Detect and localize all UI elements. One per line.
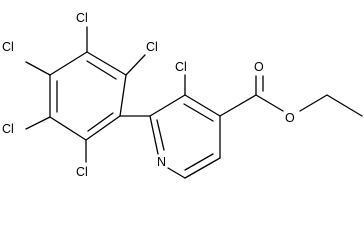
bond-benzene-c1-c2: [119, 74, 127, 117]
bond-benzene-inner-1: [86, 60, 117, 80]
bond-pyridine-inner-3: [156, 119, 165, 151]
bond-pyridine-inner-1: [183, 103, 214, 122]
bond-c5-cl: [25, 116, 51, 130]
chlorine-label-ortho-bottom: Cl: [76, 165, 88, 179]
atom-labels: Cl Cl Cl Cl Cl Cl N O O: [2, 11, 295, 179]
bond-c4-cl: [25, 61, 51, 76]
bond-carbonyl-ester-o: [255, 94, 284, 112]
carbonyl-oxygen-label: O: [254, 60, 264, 74]
bonds: [25, 26, 363, 179]
bond-ch2-ch3: [326, 94, 363, 117]
chemical-structure: Cl Cl Cl Cl Cl Cl N O O: [2, 11, 363, 179]
ester-oxygen-label: O: [285, 111, 295, 125]
bond-c2-cl: [125, 54, 146, 76]
bond-c4-carbonyl: [219, 94, 257, 117]
chlorine-label-meta-top: Cl: [76, 11, 88, 25]
chlorine-label-meta-bottom: Cl: [2, 122, 14, 136]
bond-pyridine-c5-c6: [184, 157, 221, 179]
bond-benzene-c6-c1: [85, 115, 121, 141]
nitrogen-label: N: [157, 155, 166, 169]
bond-benzene-c5-c6: [49, 116, 87, 141]
bond-pyridine-c2-c3: [149, 94, 186, 117]
bond-pyridine-c6-n: [167, 167, 186, 179]
bond-ester-o-ch2: [299, 94, 328, 112]
bond-pyridine-c3-c4: [184, 94, 221, 117]
bond-benzene-c2-c3: [86, 51, 127, 76]
bond-pyridine-inner-2: [184, 153, 214, 171]
bond-pyridine-n-c2: [149, 115, 159, 155]
chlorine-label-pyridine: Cl: [175, 60, 187, 74]
chlorine-label-ortho-top: Cl: [146, 40, 158, 54]
bond-benzene-inner-3: [87, 112, 114, 132]
chlorine-label-para: Cl: [2, 40, 14, 54]
bond-benzene-c3-c4: [49, 51, 88, 76]
